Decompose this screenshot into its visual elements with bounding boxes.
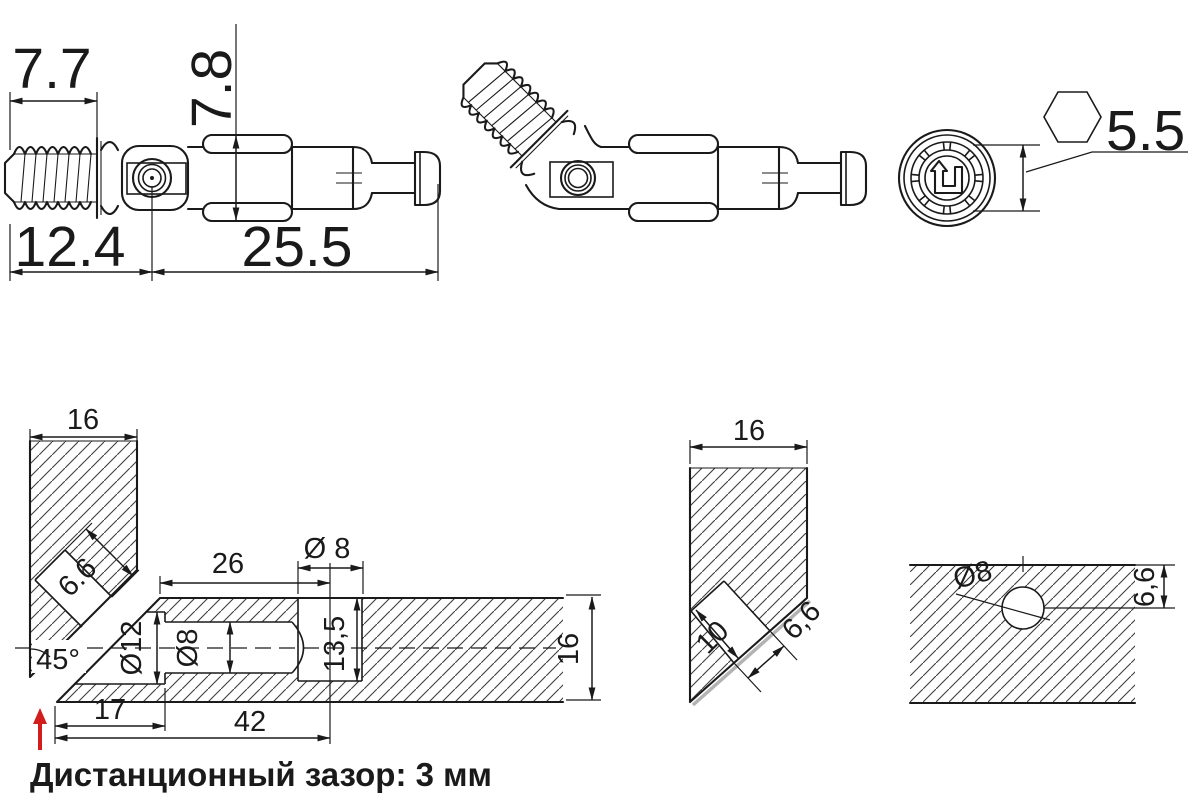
cam-face — [897, 128, 997, 228]
pivot-housing — [120, 144, 190, 212]
dim-flat-edge-distance: 6,6 — [1129, 567, 1161, 607]
dim-pivot-to-tip: 25.5 — [242, 215, 353, 279]
dowel-hole-clearance — [1002, 587, 1044, 629]
dowel-hole-outline — [1001, 586, 1045, 630]
corner-section-view: 16 26 Ø 8 6.6 45° Ø12 Ø8 13,5 16 17 42 — [15, 404, 601, 750]
dim-top-hole-depth: 13,5 — [319, 616, 351, 672]
mitered-panel-hatch — [690, 468, 807, 702]
angle-label-knockout — [32, 640, 86, 673]
rotation-arrow-icon — [929, 159, 964, 195]
dim-mitered-panel-width: 16 — [733, 415, 765, 447]
dim-hole-center-offset: 26 — [212, 548, 244, 580]
thread-profile — [3, 145, 97, 211]
dowel-body-angled — [557, 133, 868, 223]
cam-notches — [911, 142, 983, 214]
dim-hex-size: 5.5 — [1106, 99, 1185, 163]
dowel-body — [186, 133, 442, 223]
mitered-panel-view: 16 10 6,6 — [688, 415, 827, 707]
angled-view — [460, 60, 868, 223]
yoke-joint — [524, 124, 614, 211]
dim-counterbore-dia: Ø12 — [116, 621, 148, 676]
end-view-dimensions: 5.5 — [973, 91, 1188, 212]
distance-gap-note: Дистанционный зазор: 3 мм — [30, 756, 492, 793]
flat-panel-edges — [908, 556, 1175, 705]
dim-top-hole-dia: Ø 8 — [304, 533, 351, 565]
dim-miter-angle: 45° — [36, 644, 80, 676]
hex-key-icon — [1043, 91, 1102, 143]
dim-panel-thickness: 16 — [553, 633, 585, 665]
end-view: 5.5 — [897, 91, 1188, 228]
dim-thread-length: 7.7 — [12, 37, 91, 101]
dim-edge-to-hole-center: 42 — [234, 706, 266, 738]
flange-profile — [95, 136, 120, 220]
tilted-thread-section — [460, 60, 577, 177]
side-view-dimensions: 7.7 7.8 12.4 25.5 — [9, 24, 439, 281]
dim-edge-to-counterbore: 17 — [94, 694, 126, 726]
dim-panel-width: 16 — [67, 404, 99, 436]
dim-lug-span: 7.8 — [180, 49, 244, 128]
dim-hole-dia: Ø8 — [172, 629, 204, 668]
side-view: 7.7 7.8 12.4 25.5 — [3, 24, 442, 281]
vertical-panel-hatch — [30, 441, 137, 677]
dim-thread-to-pivot: 12.4 — [15, 215, 126, 279]
angle-arc — [29, 648, 51, 658]
gap-arrow-icon — [33, 708, 47, 750]
flat-panel-view: Ø8 6,6 — [908, 555, 1175, 705]
flat-panel-hatch — [910, 565, 1135, 703]
